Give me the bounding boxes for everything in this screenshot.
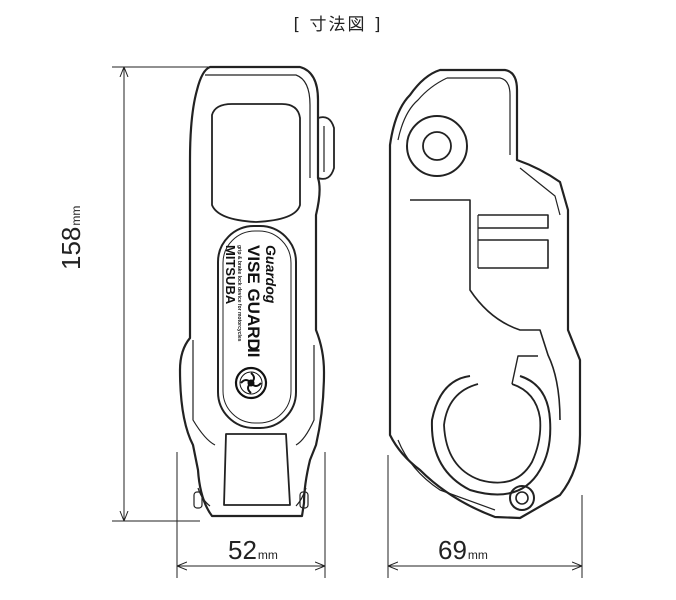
side-clamp-inner bbox=[443, 383, 542, 484]
label-maker: MITSUBA bbox=[223, 245, 238, 305]
front-label-plate bbox=[217, 225, 297, 429]
side-width-unit: mm bbox=[467, 548, 488, 562]
height-dimension-label: 158mm bbox=[56, 206, 87, 270]
side-pivot-hole bbox=[422, 131, 452, 161]
side-width-value: 69 bbox=[438, 535, 467, 565]
label-roman: II bbox=[244, 348, 263, 357]
front-view bbox=[178, 65, 335, 518]
front-width-unit: mm bbox=[257, 548, 278, 562]
page-title: [ 寸法図 ] bbox=[293, 15, 383, 35]
side-body-outline bbox=[388, 68, 582, 520]
side-jaw-slots bbox=[478, 214, 549, 269]
product-label: Guardog VISE GUARD II grip & brake lock … bbox=[223, 245, 279, 400]
front-width-dimension-label: 52mm bbox=[228, 535, 278, 566]
front-top-window bbox=[211, 103, 301, 223]
front-body-outline bbox=[178, 65, 326, 518]
label-name: VISE GUARD bbox=[244, 245, 263, 351]
front-width-value: 52 bbox=[228, 535, 257, 565]
front-side-knob bbox=[317, 116, 335, 180]
side-width-dimension-label: 69mm bbox=[438, 535, 488, 566]
height-unit: mm bbox=[69, 205, 83, 226]
side-clamp-ring bbox=[430, 375, 552, 496]
front-width-dimension-line bbox=[176, 452, 326, 578]
side-width-dimension-line bbox=[387, 455, 583, 578]
height-dimension-line bbox=[112, 66, 210, 522]
side-pivot-boss bbox=[406, 115, 468, 177]
fan-emblem-icon bbox=[234, 366, 268, 400]
front-bottom-tab bbox=[223, 433, 291, 506]
side-view bbox=[388, 68, 582, 520]
label-tagline: grip & brake lock device for motorcycles bbox=[236, 245, 242, 342]
height-value: 158 bbox=[56, 226, 86, 270]
label-script: Guardog bbox=[263, 245, 279, 304]
side-bottom-pin bbox=[509, 485, 535, 511]
